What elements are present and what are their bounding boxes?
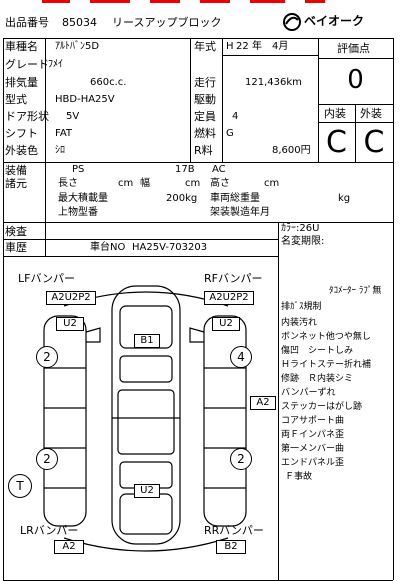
fuel-value: G (226, 128, 234, 139)
score-label: 評価点 (337, 42, 370, 55)
exterior-label: 外装 (360, 107, 382, 120)
chassis-label: 車台NO (90, 242, 126, 253)
note-item: 傷凹 シートしみ (281, 346, 354, 356)
year-unit: 年 (252, 41, 262, 52)
specs-label: 諸元 (5, 177, 27, 190)
company-name: リースアップブロック (112, 16, 222, 29)
top-model-label: 上物型番 (58, 207, 98, 218)
note-item: 第一メンバー曲 (281, 444, 345, 454)
ps-text: PS (72, 164, 85, 175)
chassis-number: HA25V-703203 (132, 242, 208, 253)
lf-bumper-label: LFバンパー (18, 272, 76, 285)
inspection-label: 検査 (5, 225, 27, 238)
year-number: 22 (236, 41, 249, 52)
year-era: H (226, 41, 234, 52)
color-label: 外装色 (5, 144, 38, 157)
build-year-label: 架装製造年月 (210, 207, 270, 218)
width-unit: cm (185, 178, 201, 189)
grade-label: グレード (5, 58, 49, 71)
rtax-value: 8,600円 (272, 145, 311, 156)
lr-bumper-code: A2 (54, 540, 84, 554)
note-item: ステッカーはがし跡 (281, 402, 363, 412)
doors-label: ドア形状 (5, 110, 49, 123)
drive-label: 駆動 (194, 93, 216, 106)
year-month: 4月 (272, 41, 289, 52)
ac-text: AC (212, 164, 226, 175)
history-label: 車歴 (5, 241, 27, 254)
note-item: ﾀｺﾒｰﾀｰ ﾗﾌﾟ無 (329, 286, 382, 296)
note-item: Ｈライトステー折れ補 (281, 360, 372, 370)
seats-label: 定員 (194, 110, 216, 123)
type-label: 型式 (5, 93, 27, 106)
rtax-label: R料 (194, 144, 213, 157)
fuel-label: 燃料 (194, 127, 216, 140)
rf-bumper-label: RFバンパー (204, 272, 263, 285)
note-item: 内装汚れ (281, 318, 318, 328)
length-label: 長さ (58, 178, 78, 189)
shift-label: シフト (5, 127, 38, 140)
max-load-value: 200kg (166, 193, 198, 204)
doors-value: 5V (66, 111, 80, 122)
max-load-label: 最大積載量 (58, 193, 108, 204)
note-item: バンパーずれ (281, 388, 336, 398)
lot-label: 出品番号 (5, 16, 49, 29)
color-code: ｶﾗｰ:26U (281, 223, 320, 234)
height-unit: cm (264, 178, 280, 189)
tire-lf: 2 (36, 346, 58, 368)
interior-grade: C (326, 125, 347, 160)
type-value: HBD-HA25V (55, 94, 115, 105)
displacement-value: 660c.c. (90, 77, 127, 88)
model-label: 車種名 (5, 40, 38, 53)
left-front-fender-code: U2 (56, 317, 84, 331)
rf-bumper-code: A2U2P2 (204, 291, 254, 305)
car-outline-icon (43, 285, 247, 552)
model-value: ｱﾙﾄﾊﾞﾝ5D (55, 41, 100, 52)
color-value: ｼﾛ (55, 145, 65, 156)
mileage-label: 走行 (194, 76, 216, 89)
note-item: Ｆ事故 (285, 472, 313, 482)
top-red-strip (0, 0, 401, 5)
displacement-label: 排気量 (5, 76, 38, 89)
equip-label: 装備 (5, 164, 27, 177)
interior-label: 内装 (324, 107, 346, 120)
height-label: 高さ (210, 178, 230, 189)
rr-bumper-label: RRバンパー (204, 524, 264, 537)
car-diagram: LFバンパー A2U2P2 RFバンパー A2U2P2 U2 U2 B1 A2 … (4, 258, 277, 578)
note-item: エンドパネル歪 (281, 458, 345, 468)
length-unit: cm (118, 178, 134, 189)
tire-rr: 2 (230, 448, 252, 470)
note-item: 修跡 Ｒ内装シミ (281, 374, 354, 384)
right-front-fender-code: U2 (212, 317, 240, 331)
gross-weight-label: 車両総重量 (210, 193, 260, 204)
grade-value: ﾌﾒｲ (48, 59, 63, 70)
tire-rf: 4 (230, 346, 252, 368)
mileage-value: 121,436km (245, 77, 302, 88)
rear-center-code: U2 (134, 484, 160, 498)
year-label: 年式 (194, 40, 216, 53)
spare-tire: T (8, 474, 32, 498)
equip-code: 17B (175, 164, 195, 175)
tire-lr: 2 (36, 448, 58, 470)
rr-bumper-code: B2 (216, 540, 246, 554)
score-value: 0 (347, 65, 364, 95)
shift-value: FAT (55, 128, 73, 139)
seats-value: 4 (232, 111, 239, 122)
roof-code: B1 (134, 334, 160, 348)
gross-weight-unit: kg (338, 193, 351, 204)
note-item: コアサポート曲 (281, 416, 345, 426)
name-change-deadline: 名変期限: (281, 236, 325, 247)
note-item: 両Ｆインパネ歪 (281, 430, 345, 440)
logo-mark-icon (283, 13, 301, 31)
note-item: 排ｶﾞｽ規制 (281, 302, 322, 312)
lf-bumper-code: A2U2P2 (46, 291, 96, 305)
lr-bumper-label: LRバンパー (20, 524, 79, 537)
width-label: 幅 (140, 178, 150, 189)
note-item: ボンネット他つや無し (281, 332, 371, 342)
exterior-grade: C (363, 125, 385, 160)
company-logo: ベイオーク (282, 12, 392, 32)
right-door-code: A2 (250, 396, 276, 410)
lot-number: 85034 (62, 16, 97, 29)
logo-text: ベイオーク (304, 14, 365, 28)
